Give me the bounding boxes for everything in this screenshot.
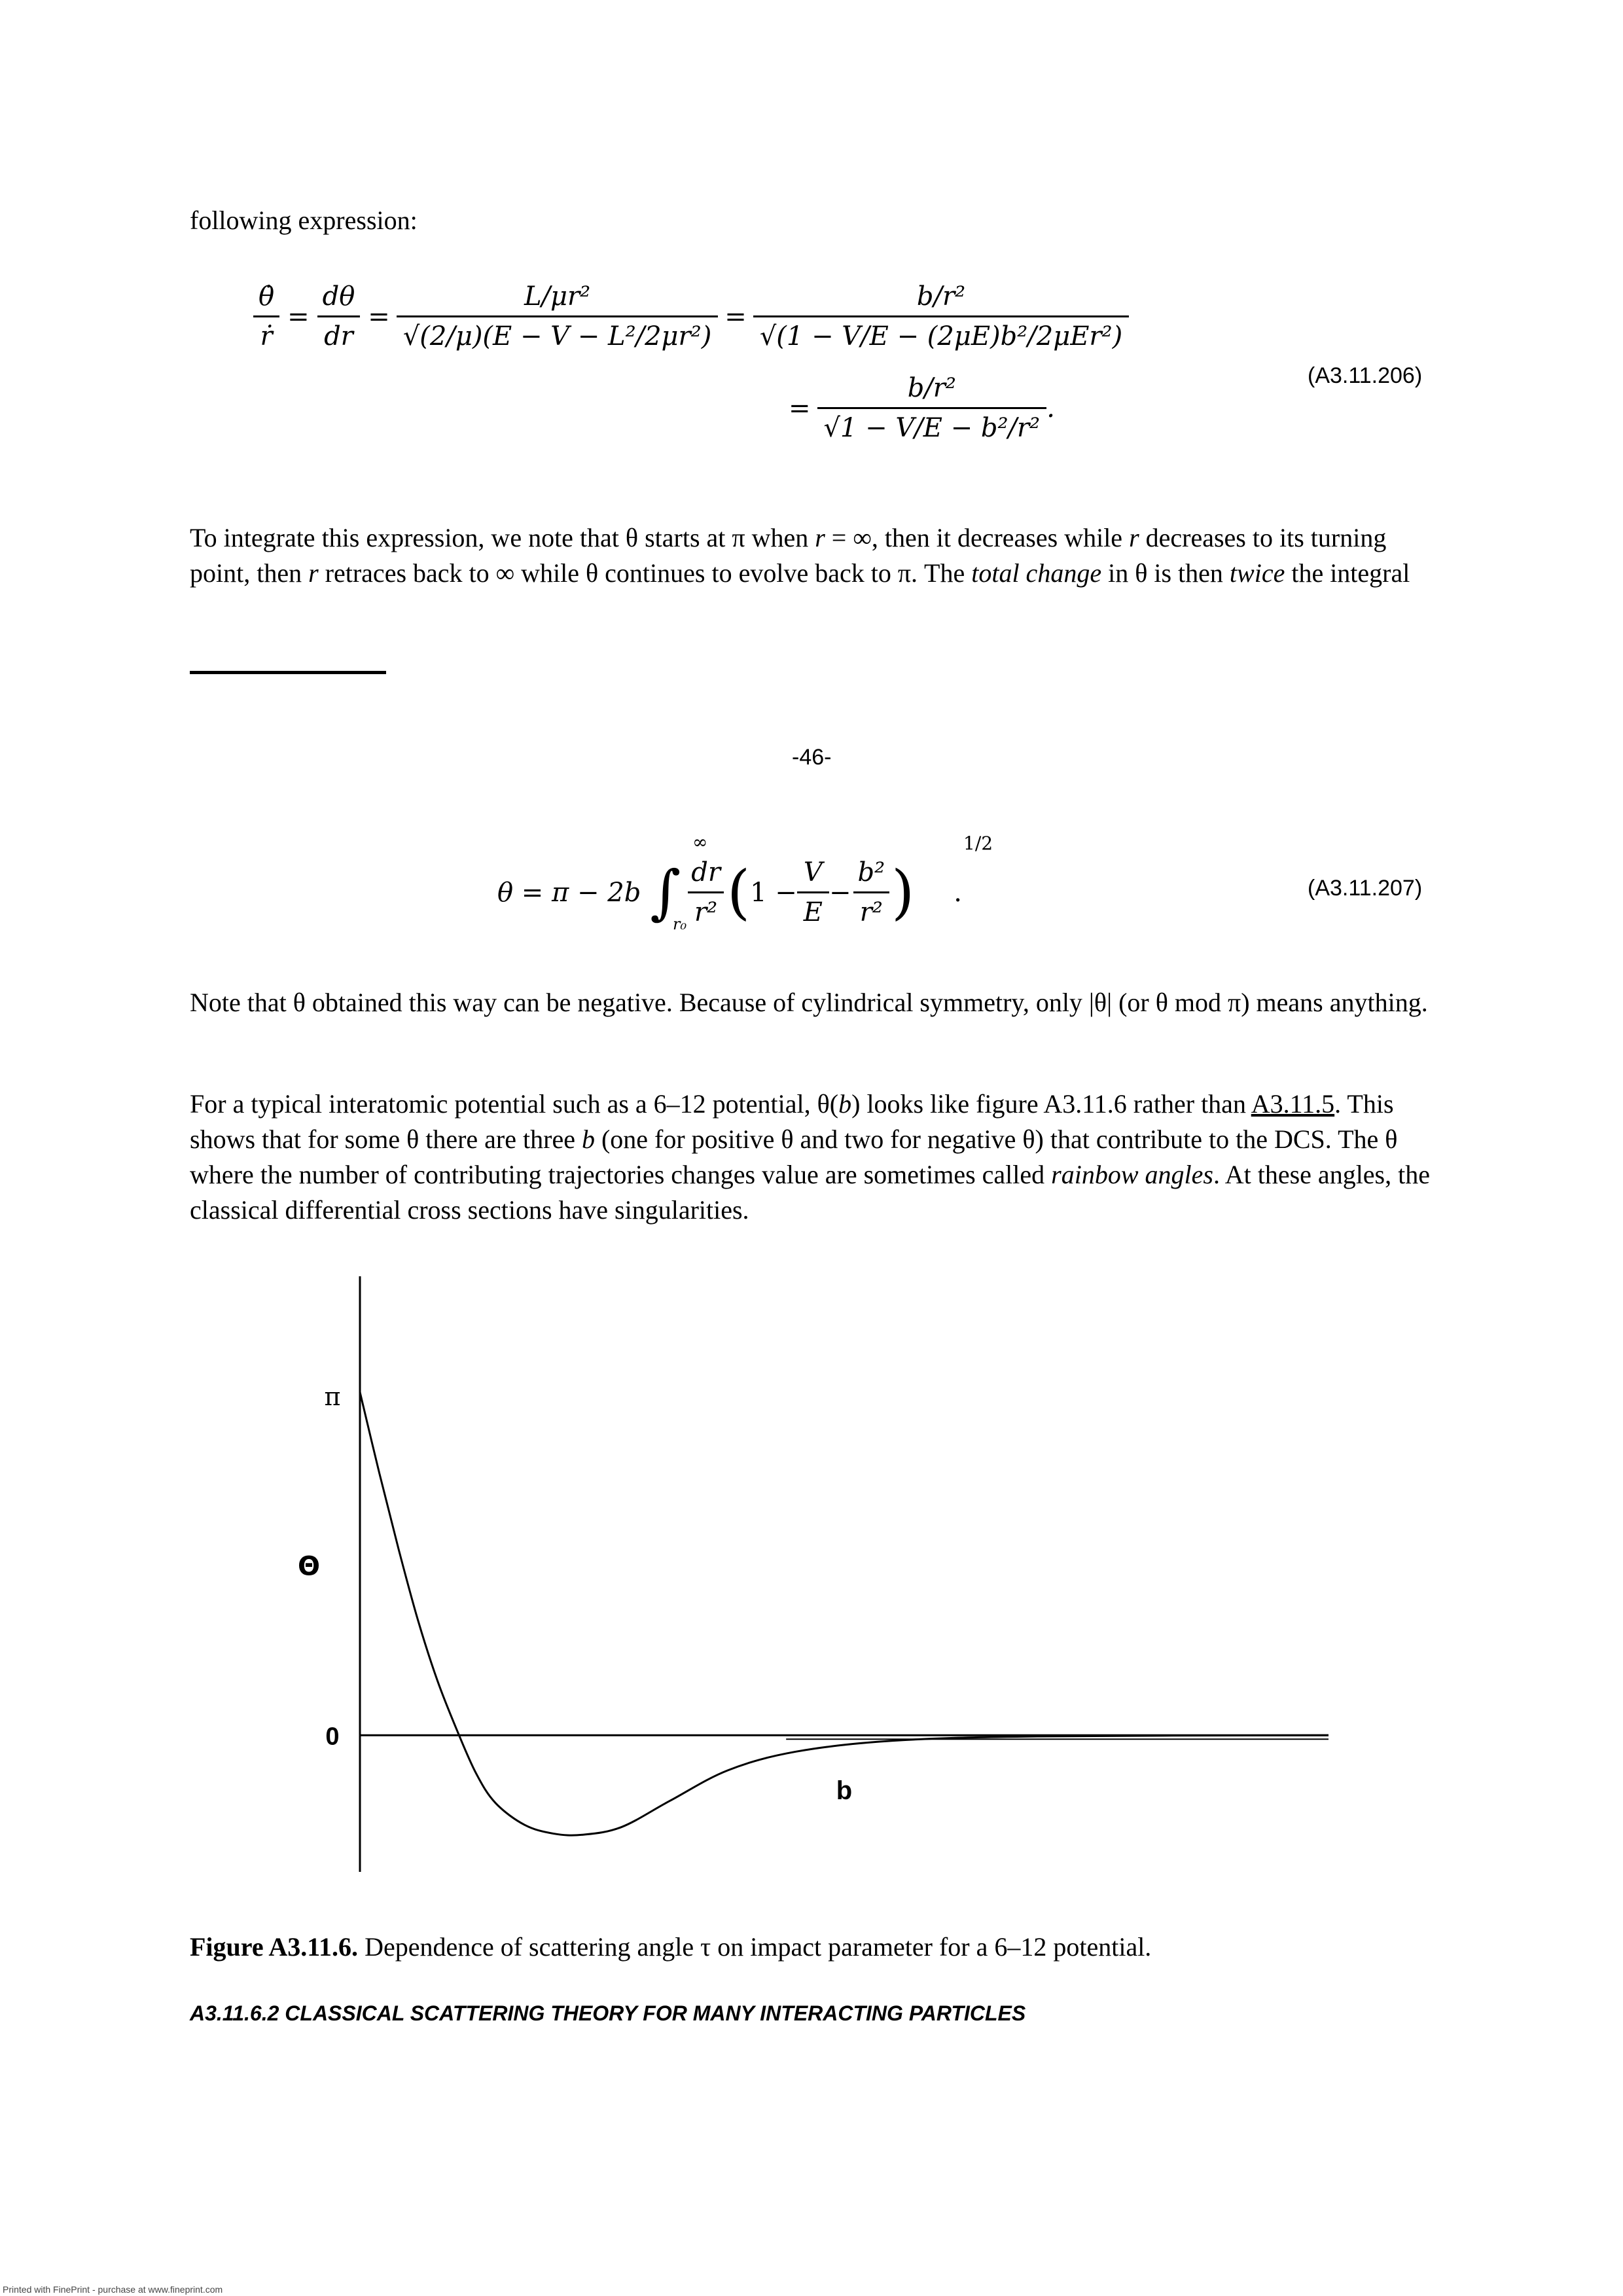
eq207-b-den: r² — [853, 891, 889, 927]
eq207-dr-den: r² — [688, 891, 724, 927]
page-break-rule — [190, 671, 386, 674]
paragraph-note: Note that θ obtained this way can be neg… — [190, 988, 1428, 1017]
figure-caption-text: Dependence of scattering angle τ on impa… — [358, 1932, 1152, 1962]
eq207-exponent: 1/2 — [963, 833, 993, 854]
paragraph-rainbow: For a typical interatomic potential such… — [190, 1089, 1430, 1225]
y-tick-label-zero: 0 — [325, 1723, 339, 1750]
eq207-lhs: θ = π − 2b — [497, 877, 641, 908]
figure-caption: Figure A3.11.6. Dependence of scattering… — [190, 1929, 1151, 1965]
eq207-dot: . — [954, 877, 962, 908]
eq206-f3-den: √1 − V/E − b²/r² — [817, 407, 1047, 443]
eq207-upper-limit: ∞ — [692, 831, 708, 853]
eq206-f1-den: √(2/μ)(E − V − L²/2μr²) — [396, 315, 719, 351]
eq207-dr-num: dr — [691, 857, 721, 888]
eq206-lhs-den1: ṙ — [253, 315, 279, 351]
eq206-f2-num: b/r² — [916, 281, 966, 312]
eq207-v-num: V — [803, 857, 823, 888]
y-axis-label: Θ — [298, 1551, 320, 1581]
intro-text: following expression: — [190, 206, 418, 235]
eq207-one: 1 − — [750, 877, 797, 908]
eq207-b-num: b² — [857, 857, 885, 888]
figure-link-a3-11-5[interactable]: A3.11.5 — [1251, 1089, 1335, 1119]
eq207-v-den: E — [796, 891, 829, 927]
eq206-lhs-num2: dθ — [322, 281, 355, 312]
x-axis-label: b — [836, 1776, 852, 1805]
eq206-lhs-den2: dr — [317, 315, 360, 351]
paragraph-integration: To integrate this expression, we note th… — [190, 523, 1410, 588]
footer-printed-with: Printed with FinePrint - purchase at www… — [3, 2284, 223, 2295]
eq206-f2-den: √(1 − V/E − (2μE)b²/2μEr²) — [753, 315, 1130, 351]
equation-207-label: (A3.11.207) — [1308, 876, 1423, 901]
theta-of-b-curve — [359, 1391, 1329, 1837]
equation-206-label: (A3.11.206) — [1308, 363, 1423, 388]
figure-a3-11-6-chart: π 0 Θb — [298, 1276, 1329, 1872]
figure-caption-label: Figure A3.11.6. — [190, 1932, 359, 1962]
eq207-minus: − — [829, 877, 851, 908]
eq206-lhs-num1: θ̇ — [259, 281, 275, 312]
page-number: -46- — [792, 745, 832, 770]
section-heading: A3.11.6.2 CLASSICAL SCATTERING THEORY FO… — [190, 2001, 1026, 2025]
y-tick-label-pi: π — [325, 1382, 341, 1411]
eq206-f3-num: b/r² — [907, 373, 956, 403]
eq207-lower-limit: r₀ — [673, 915, 687, 933]
eq206-f1-num: L/μr² — [524, 281, 591, 312]
